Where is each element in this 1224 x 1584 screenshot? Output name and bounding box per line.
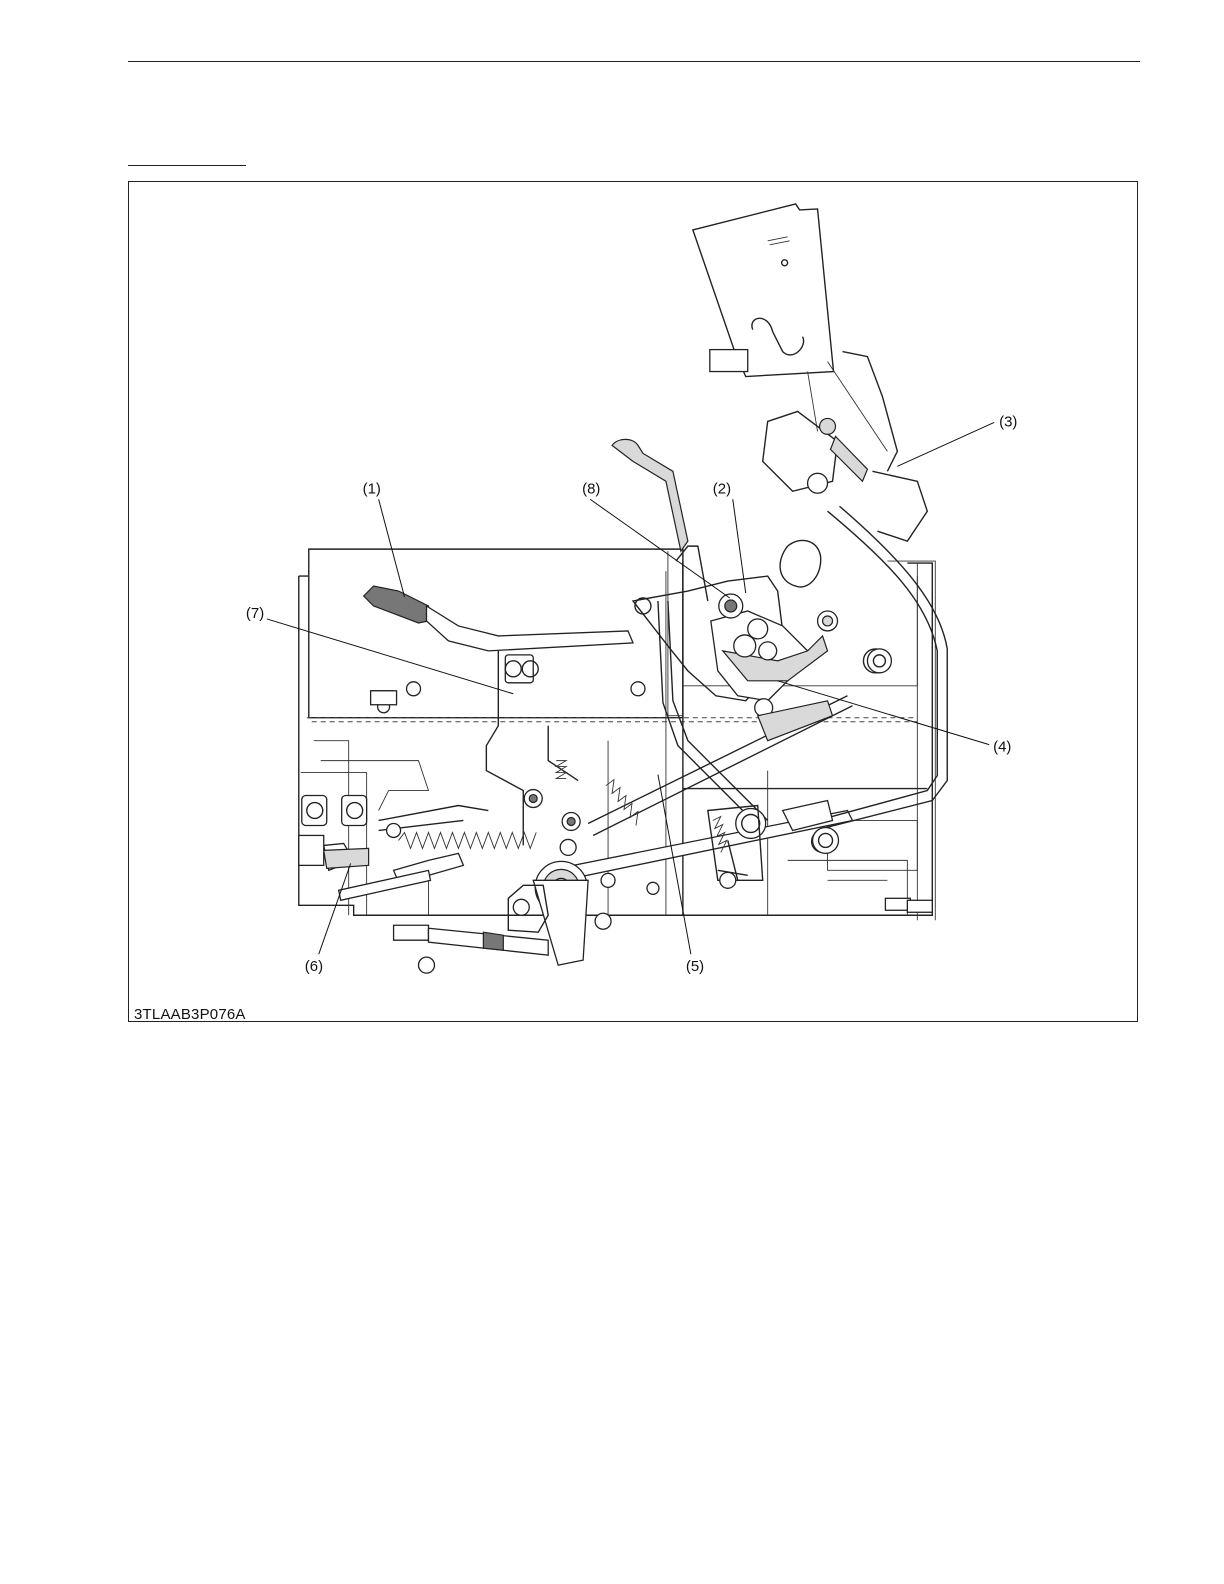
figure-code: 3TLAAB3P076A — [134, 1006, 246, 1023]
callout-1: (1) — [363, 480, 381, 497]
section-heading-rule — [128, 165, 246, 166]
header-rule — [128, 61, 1140, 62]
upper-lever — [612, 439, 708, 601]
callout-7: (7) — [246, 605, 264, 622]
callout-6: (6) — [305, 958, 323, 975]
callout-5: (5) — [686, 958, 704, 975]
pedal-assembly — [364, 586, 645, 845]
callout-2: (2) — [713, 480, 731, 497]
callout-8: (8) — [582, 480, 600, 497]
center-cam-plate — [633, 540, 887, 716]
pedal-linkage-illustration: (1) (2) (3) (4) (5) (6) (7) (8) — [129, 182, 1137, 1021]
callout-4: (4) — [993, 739, 1011, 756]
callout-3: (3) — [999, 413, 1017, 430]
figure-frame: (1) (2) (3) (4) (5) (6) (7) (8) — [128, 181, 1138, 1022]
